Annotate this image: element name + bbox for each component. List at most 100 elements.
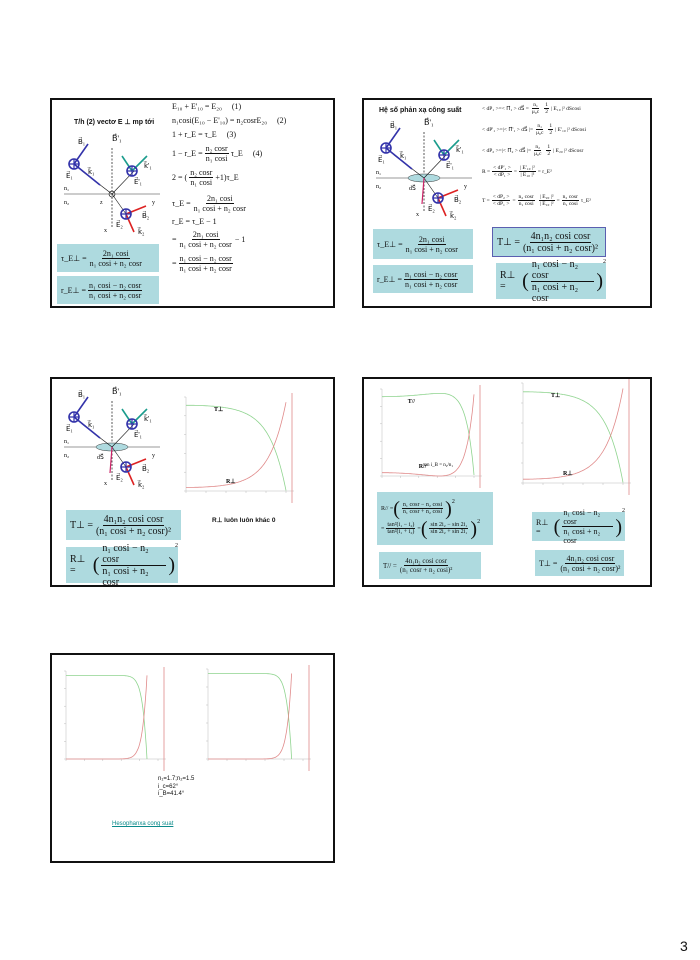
brewster-angle: i_B=41.4°: [158, 791, 185, 797]
label-k1p: k⃗'₁: [455, 145, 464, 154]
label-k2: k⃗₂: [449, 211, 457, 220]
denominator: | E₁₀ |²: [520, 172, 535, 178]
reflection-curve: [186, 402, 287, 488]
formula-box-T-perp: T⊥ = 4n₁n₂ cosi cosr(n₁ cosi + n₂ cosr)²: [492, 227, 606, 257]
fresnel-chart-right: [206, 665, 311, 771]
denominator: tan²(i₁ + i₂): [387, 529, 415, 535]
equation: R = < dP'₁ >< dP₁ > = | E'₁₀ |²| E₁₀ |² …: [482, 165, 552, 178]
eq-text: τ_E: [230, 149, 243, 158]
label-k2: k⃗₂: [137, 227, 145, 236]
parenthesis: (: [553, 515, 561, 538]
exponent: 2: [175, 542, 178, 549]
denominator: n₁ cosi + n₂ cosr: [102, 565, 149, 588]
refracted-ray: [111, 446, 127, 468]
denominator: sin 2i₂ + sin 2i₁: [430, 529, 468, 535]
label-E1: E⃗₁: [66, 171, 73, 180]
numerator: n₁ cosi − n₂ cosr: [530, 259, 595, 282]
chart-caption: R⊥ luôn luôn khác 0: [212, 517, 276, 524]
numerator: n₁ cosi − n₂ cosr: [88, 280, 143, 291]
label-k1p: k⃗'₁: [143, 414, 152, 423]
denominator: n₁ cosi + n₂ cosr: [531, 281, 579, 304]
label-E1: E⃗₁: [66, 424, 73, 433]
label-y: y: [152, 200, 155, 206]
denominator: n₁ cosi + n₂ cosr: [563, 527, 601, 545]
label-E2: E⃗₂: [428, 204, 435, 213]
label-dS: dS⃗: [409, 184, 416, 192]
parenthesis: (: [522, 270, 529, 292]
reflection-curve: [523, 388, 624, 480]
numerator: n₁ cosi − n₂ cosr: [404, 269, 459, 280]
parenthesis: ): [168, 554, 175, 576]
denominator: n₁ cosi + n₂ cosr: [193, 204, 246, 213]
equation-number: (1): [231, 102, 242, 111]
transmission-curve: [382, 393, 475, 476]
k1p-arrow: [131, 155, 148, 172]
parenthesis: (: [92, 554, 100, 576]
reflected-ray: [111, 423, 135, 448]
transmission-curve: [523, 391, 624, 483]
label-B1: B⃗₁: [78, 390, 85, 399]
denominator: n₁ cosi + n₂ cosr: [405, 244, 458, 254]
fraction: tan²(i₁ − i₂)tan²(i₁ + i₂): [386, 522, 416, 535]
hesophanxa-link[interactable]: Hesophanxa cong suat: [112, 821, 174, 827]
eq-text: τ_E⊥ =: [61, 253, 87, 263]
eq-text: n₁cosi(E₁₀ − E'₁₀) = n₂cosrE₂₀: [172, 116, 267, 125]
eq-text: | E₂₀ |² dScosr: [553, 147, 584, 154]
label-n2: n₂: [64, 453, 69, 459]
numerator: | E'₁₀ |²: [518, 165, 536, 172]
eq-text: R =: [482, 168, 491, 175]
fraction: | E'₁₀ |²| E₁₀ |²: [518, 165, 536, 178]
cross-icon: [121, 209, 131, 219]
numerator: 1: [546, 144, 552, 151]
numerator: 4n₁n₂ cosi cosr: [565, 553, 616, 564]
numerator: n₁ cosi − n₂ cosr: [562, 508, 614, 527]
cross-icon: [69, 412, 79, 422]
R-curve-label: R⊥: [563, 470, 573, 477]
parenthesis: ): [615, 515, 622, 538]
reflection-curve: [382, 394, 475, 477]
formula-R-parallel-tan: = tan²(i₁ − i₂)tan²(i₁ + i₂) = (sin 2i₂ …: [381, 519, 480, 539]
numerator: n₁ cosi − n₂ cosr: [101, 543, 167, 566]
label-k1: k⃗₁: [87, 167, 95, 176]
parenthesis: (: [393, 497, 400, 520]
critical-angle: i_c=62°: [158, 783, 179, 790]
eq-text: R⊥ =: [500, 270, 516, 292]
denominator: n₁ cosi + n₂ cosr: [89, 258, 142, 268]
numerator: n₂ cosr: [189, 168, 214, 178]
B2-arrow: [437, 189, 459, 199]
eq-text: =: [172, 235, 177, 244]
label-B1: B⃗₁: [78, 137, 85, 146]
cross-icon: [69, 159, 79, 169]
denominator: 2: [549, 130, 553, 136]
fresnel-chart-parallel: T//R//tan i_B = n₂/n₁: [380, 385, 482, 488]
fraction: | E₂₀ |²| E₁₀ |²: [538, 194, 555, 207]
refracted-ray: [423, 177, 439, 199]
cross-icon: [381, 143, 391, 153]
denominator: n₁ cosi + n₂ cosr: [179, 264, 232, 273]
numerator: 2n₁ cosi: [191, 230, 220, 240]
eq-text: R⊥ =: [536, 517, 549, 536]
label-z: z: [100, 200, 103, 206]
label-B1p: B⃗'₁: [112, 133, 122, 143]
fraction: < dP₂ >< dP₁ >: [491, 194, 511, 207]
fraction: 4n₁n₂ cosi cosr(n₁ cosi + n₂ cosr)²: [559, 554, 621, 573]
eq-text: +1)τ_E: [215, 173, 239, 182]
equation: = tan²(i₁ − i₂)tan²(i₁ + i₂) = (sin 2i₂ …: [381, 519, 480, 539]
denominator: μ₀c: [534, 151, 542, 157]
